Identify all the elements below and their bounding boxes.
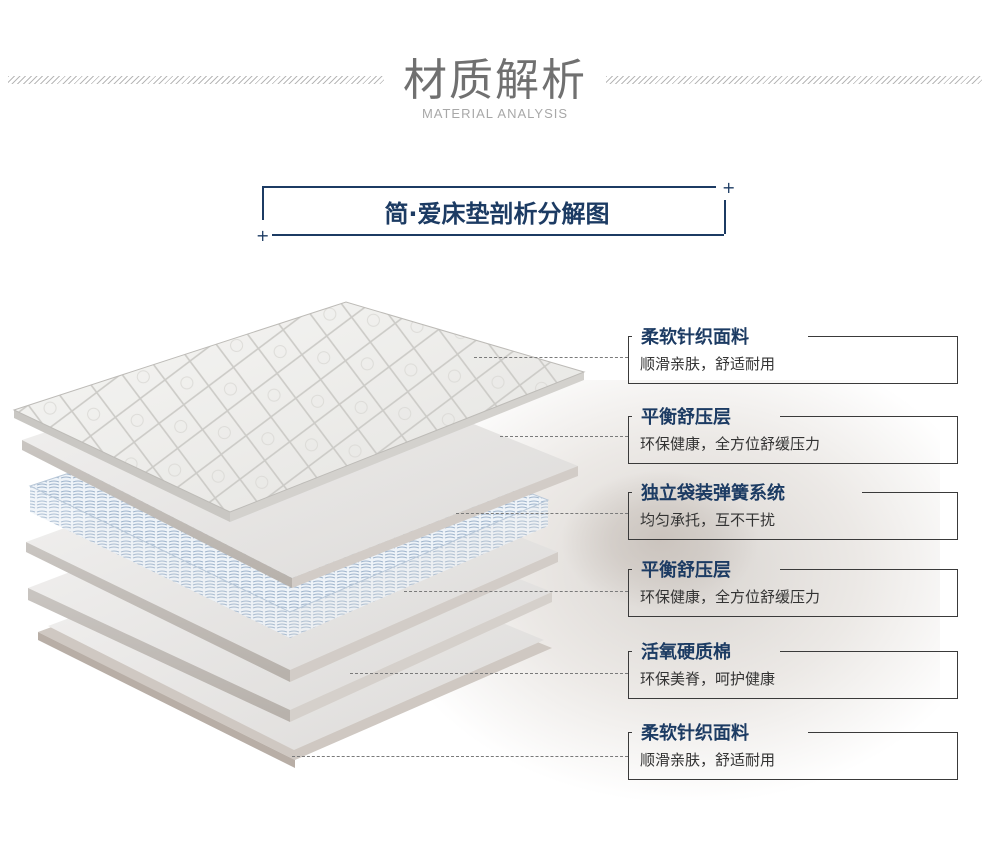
- mattress-exploded-illustration: [0, 290, 620, 810]
- layer-name: 平衡舒压层: [641, 407, 731, 428]
- layer-label-2: 平衡舒压层 环保健康，全方位舒缓压力: [628, 407, 958, 464]
- frame-line-top: [262, 186, 716, 188]
- frame-line-left: [262, 186, 264, 220]
- plus-icon: +: [722, 178, 736, 197]
- leader-line-5: [350, 673, 628, 674]
- layer-name: 平衡舒压层: [641, 560, 731, 581]
- section-title-frame: + + 简·爱床垫剖析分解图: [256, 178, 736, 245]
- section-title: 简·爱床垫剖析分解图: [384, 200, 610, 228]
- layer-name: 活氧硬质棉: [641, 642, 731, 663]
- label-box: [628, 492, 958, 540]
- layer-label-3: 独立袋装弹簧系统 均匀承托，互不干扰: [628, 483, 958, 540]
- label-box: [628, 732, 958, 780]
- layer-label-5: 活氧硬质棉 环保美脊，呵护健康: [628, 642, 958, 699]
- layer-name: 柔软针织面料: [641, 723, 749, 744]
- layer-desc: 均匀承托，互不干扰: [640, 511, 776, 529]
- layer-name: 独立袋装弹簧系统: [641, 483, 785, 504]
- frame-line-bottom: [272, 234, 724, 236]
- leader-line-4: [404, 591, 628, 592]
- plus-icon: +: [256, 226, 270, 245]
- page-title: 材质解析: [403, 55, 587, 106]
- layer-desc: 环保美脊，呵护健康: [640, 670, 776, 688]
- label-box: [628, 336, 958, 384]
- layer-desc: 顺滑亲肤，舒适耐用: [640, 751, 776, 769]
- layer-name: 柔软针织面料: [641, 327, 749, 348]
- layer-desc: 环保健康，全方位舒缓压力: [640, 588, 821, 606]
- layer-top-fabric: [12, 301, 586, 522]
- leader-line-1: [474, 357, 628, 358]
- leader-line-2: [500, 436, 628, 437]
- page-subtitle: MATERIAL ANALYSIS: [421, 106, 569, 121]
- label-box: [628, 651, 958, 699]
- layer-label-1: 柔软针织面料 顺滑亲肤，舒适耐用: [628, 327, 958, 384]
- leader-line-3: [456, 513, 628, 514]
- frame-line-right: [724, 200, 726, 234]
- leader-line-6: [292, 756, 628, 757]
- label-box: [628, 416, 958, 464]
- layer-desc: 顺滑亲肤，舒适耐用: [640, 355, 776, 373]
- header-hatch-left: [8, 76, 384, 84]
- mattress-layers-svg: [12, 301, 586, 768]
- header-hatch-right: [606, 76, 982, 84]
- layer-desc: 环保健康，全方位舒缓压力: [640, 435, 821, 453]
- layer-label-6: 柔软针织面料 顺滑亲肤，舒适耐用: [628, 723, 958, 780]
- layer-label-4: 平衡舒压层 环保健康，全方位舒缓压力: [628, 560, 958, 617]
- label-box: [628, 569, 958, 617]
